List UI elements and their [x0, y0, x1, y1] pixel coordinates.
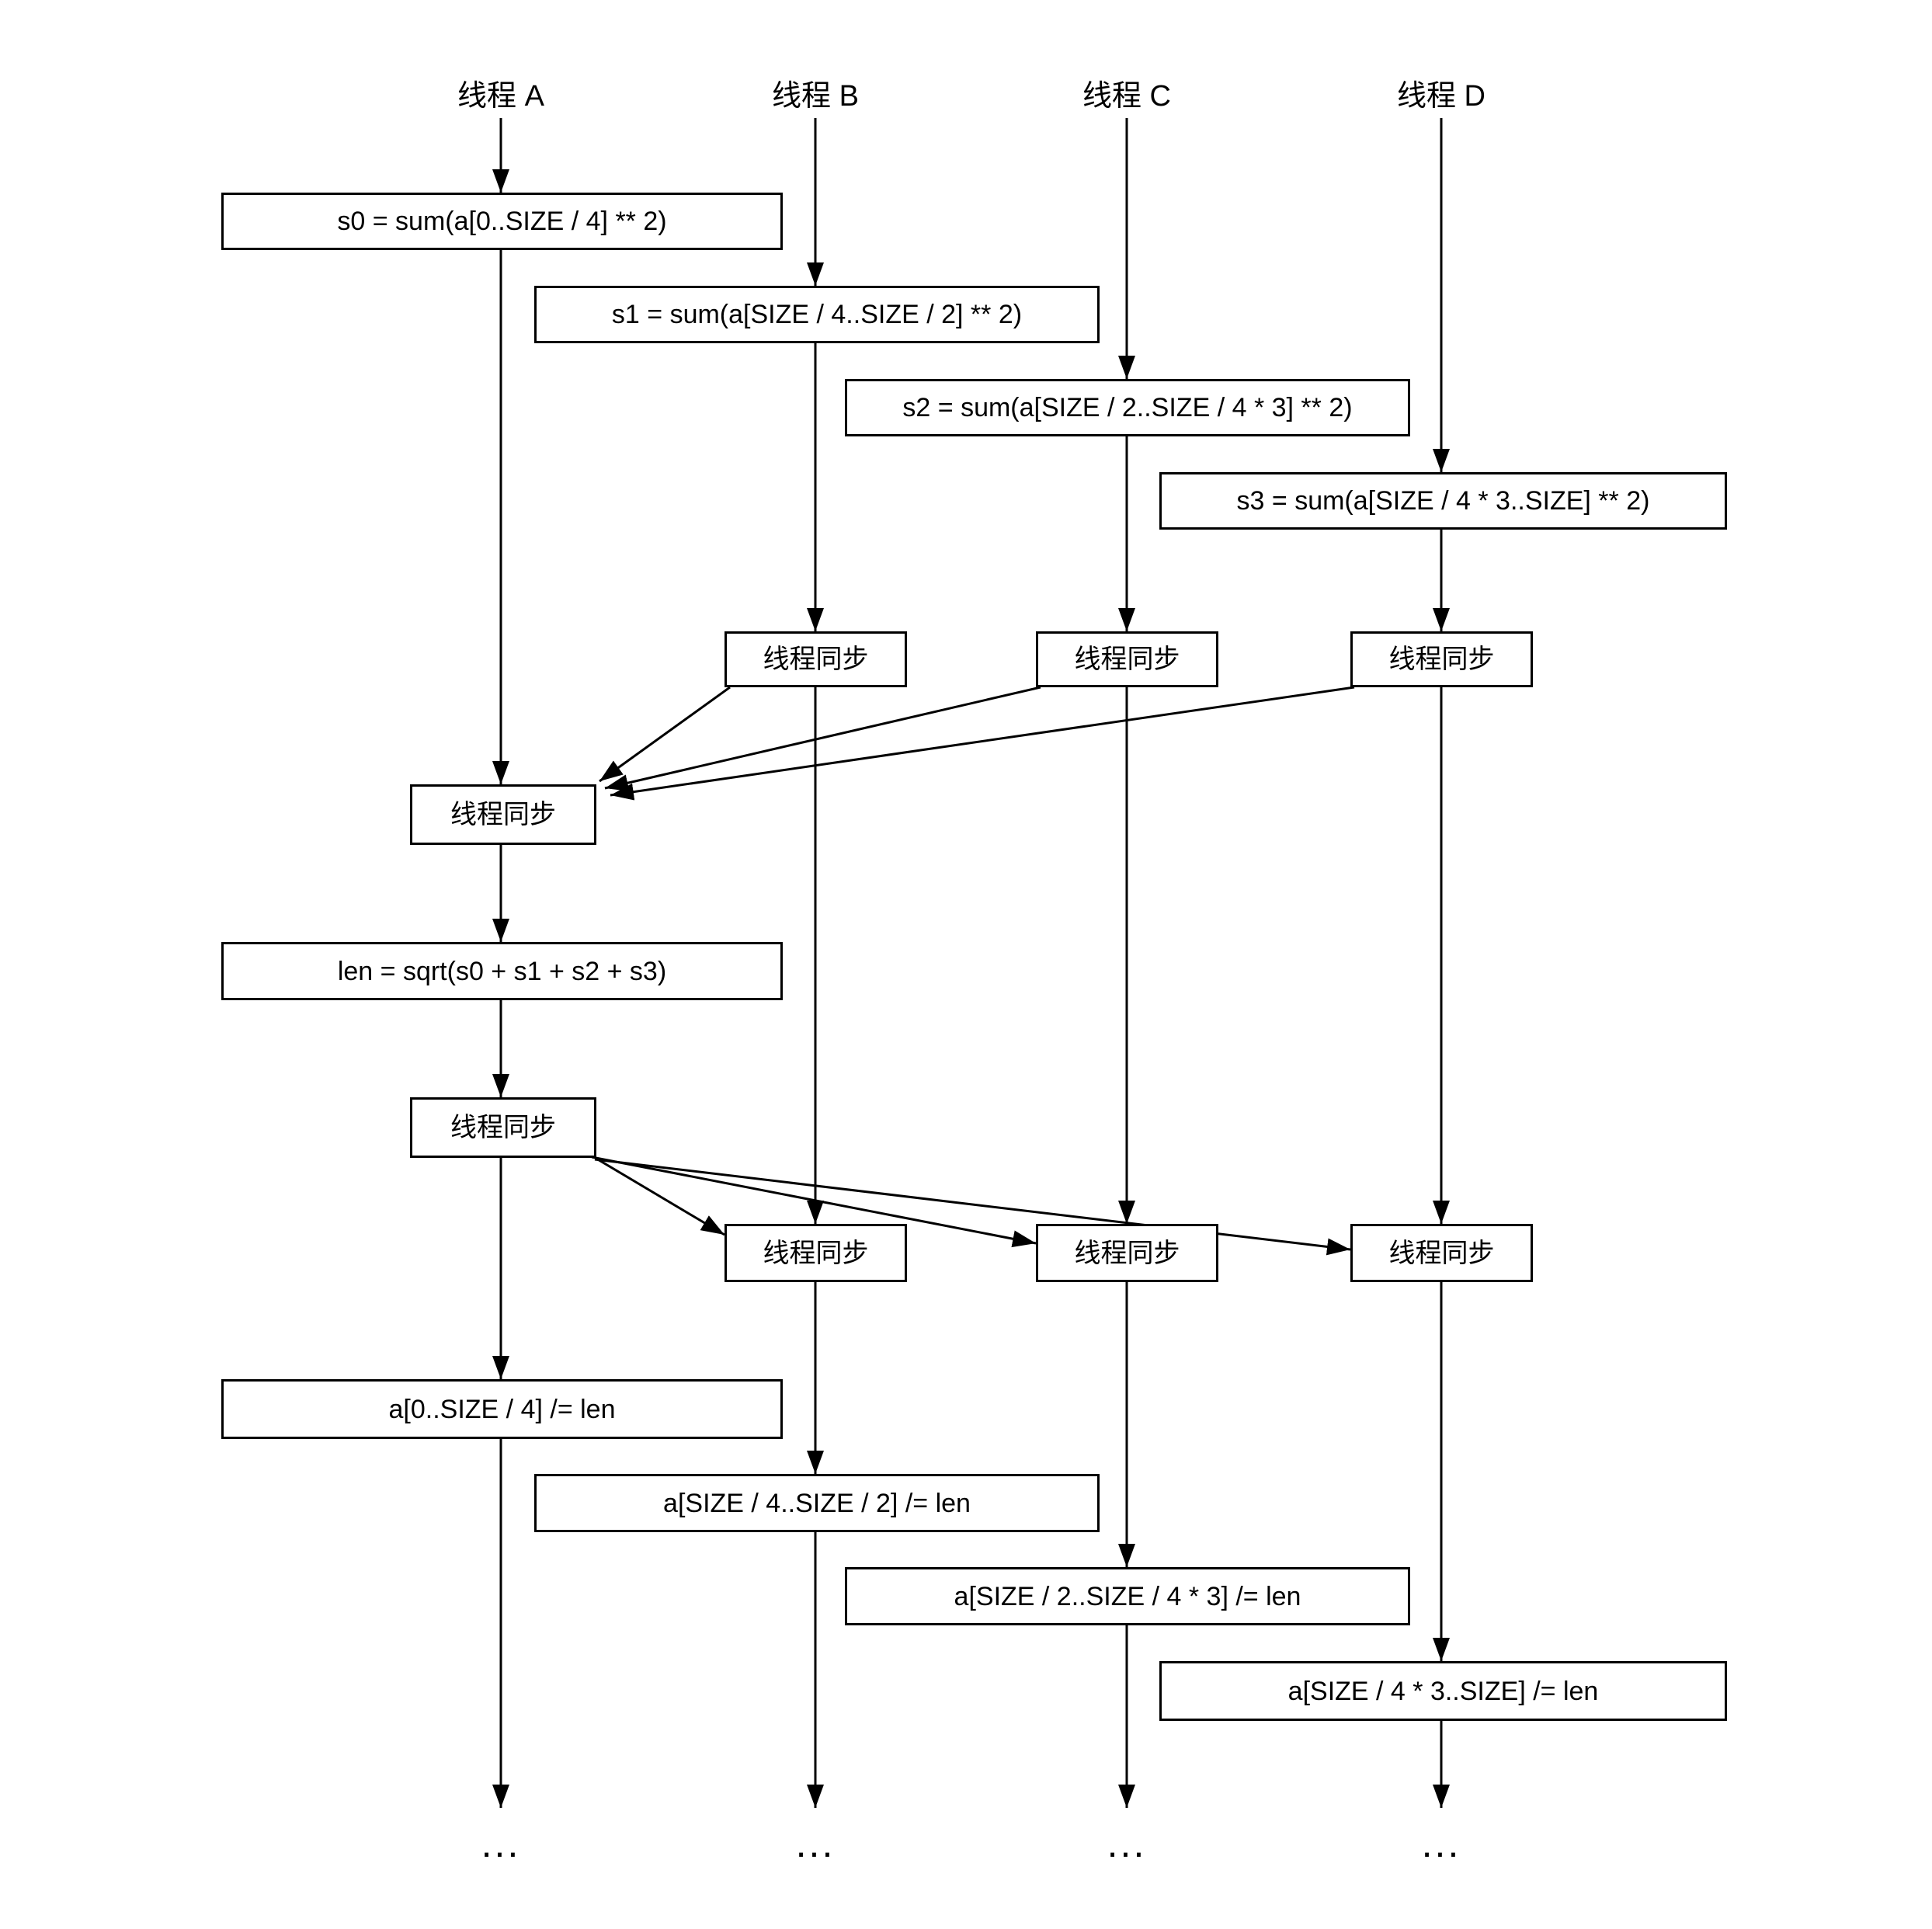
sum-box-a: s0 = sum(a[0..SIZE / 4] ** 2)	[221, 193, 783, 250]
ellipsis-a: ...	[481, 1822, 521, 1865]
thread-c-label: 线程 C	[1082, 80, 1171, 113]
sync-box-d1: 线程同步	[1350, 631, 1533, 687]
sum-box-b: s1 = sum(a[SIZE / 4..SIZE / 2] ** 2)	[534, 286, 1100, 343]
barrier-out-arrows	[588, 1152, 1351, 1256]
ellipsis-b: ...	[795, 1822, 836, 1865]
sync-box-b1: 线程同步	[724, 631, 907, 687]
divide-box-a: a[0..SIZE / 4] /= len	[221, 1379, 783, 1439]
divide-box-c: a[SIZE / 2..SIZE / 4 * 3] /= len	[845, 1567, 1410, 1625]
len-box: len = sqrt(s0 + s1 + s2 + s3)	[221, 942, 783, 1000]
sync-box-a1: 线程同步	[410, 784, 596, 845]
ellipsis-d: ...	[1421, 1822, 1461, 1865]
sync-box-c2: 线程同步	[1036, 1224, 1218, 1282]
divide-box-b: a[SIZE / 4..SIZE / 2] /= len	[534, 1474, 1100, 1532]
barrier-in-arrows	[599, 686, 1355, 801]
thread-a-label: 线程 A	[457, 80, 544, 113]
sync-box-c1: 线程同步	[1036, 631, 1218, 687]
thread-d-label: 线程 D	[1396, 80, 1485, 113]
sync-box-b2: 线程同步	[724, 1224, 907, 1282]
thread-b-label: 线程 B	[772, 80, 859, 113]
sum-box-d: s3 = sum(a[SIZE / 4 * 3..SIZE] ** 2)	[1159, 472, 1727, 530]
ellipsis-c: ...	[1107, 1822, 1147, 1865]
sum-box-c: s2 = sum(a[SIZE / 2..SIZE / 4 * 3] ** 2)	[845, 379, 1410, 436]
divide-box-d: a[SIZE / 4 * 3..SIZE] /= len	[1159, 1661, 1727, 1721]
sync-box-d2: 线程同步	[1350, 1224, 1533, 1282]
sync-box-a2: 线程同步	[410, 1097, 596, 1158]
